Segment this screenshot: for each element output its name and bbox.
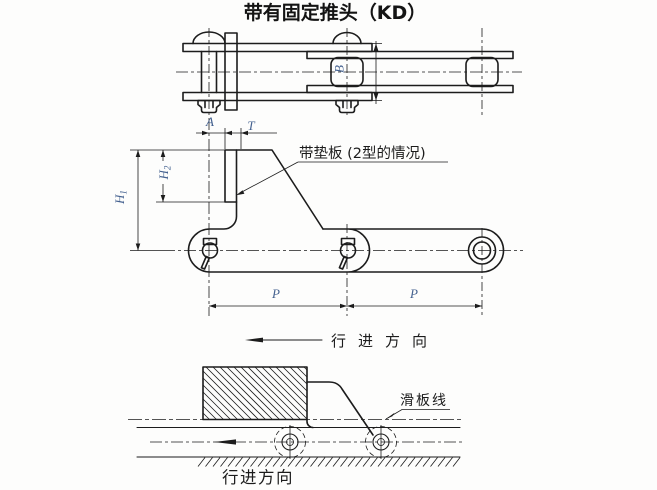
inner-plate-top: [306, 50, 514, 60]
H1-sub: 1: [119, 190, 129, 195]
pin-centerlines: [346, 224, 483, 316]
dimension-AT-lines: [196, 128, 277, 149]
extension-lines: [130, 149, 225, 251]
dimension-B-label: B: [332, 65, 347, 73]
dimension-A-label: A: [205, 114, 214, 129]
dimension-P: P P: [209, 286, 482, 309]
travel-direction-bottom-label: 行进方向: [222, 468, 294, 487]
pin2-washer: [340, 237, 356, 246]
roller-middle: [330, 56, 364, 88]
pusher-plate-top-view: [224, 32, 238, 111]
drawing-title: 带有固定推头（KD）: [244, 1, 427, 24]
pin1-dome-head: [192, 31, 226, 45]
top-view: B: [176, 28, 522, 118]
link-plate-outline: [187, 149, 505, 273]
dimension-P-arrows: [209, 303, 482, 309]
direction-arrowhead: [245, 337, 263, 343]
outer-plate-top: [182, 42, 373, 53]
H2-base: H: [156, 169, 171, 180]
outer-plate-bottom: [182, 91, 373, 102]
ground-hatch: [197, 457, 461, 467]
travel-direction-top-label: 行进方向: [331, 332, 439, 350]
dimension-A-T: A T: [196, 114, 277, 316]
pin2-cotter: [338, 255, 349, 270]
schematic-roller-left: [274, 425, 306, 459]
inner-plate-bottom: [306, 84, 514, 94]
pin1-cotter: [200, 255, 211, 270]
pad-note-arrowhead: [236, 190, 245, 196]
chain-guide-lines: [136, 426, 461, 458]
side-view: H1 H2 P P 带垫板 (2型的情况): [112, 144, 523, 316]
roller-right: [465, 56, 499, 88]
pad-note-leader: [239, 161, 448, 194]
pad-note: 带垫板 (2型的情况): [236, 144, 448, 196]
pin2-dome-head: [332, 31, 362, 45]
dimension-P-right-label: P: [409, 286, 418, 301]
pin1-body: [200, 50, 218, 94]
dimension-T-label: T: [247, 118, 255, 133]
dimension-H-arrows: [135, 150, 166, 251]
dimension-B-lines: [365, 41, 382, 104]
slide-line-leader: [385, 409, 450, 420]
chain-direction-arrowhead: [214, 439, 236, 445]
roller-side-inner: [472, 241, 492, 260]
H2-sub: 2: [163, 165, 173, 170]
dimension-B: B: [332, 41, 382, 104]
dimension-P-left-label: P: [271, 286, 280, 301]
H1-base: H: [112, 194, 127, 205]
travel-direction-top: 行进方向: [245, 332, 439, 350]
pin1-hex-nut: [197, 99, 221, 114]
roller-side-outer: [467, 236, 497, 265]
pin2-hex-nut: [335, 99, 359, 114]
pin1-washer: [202, 237, 218, 246]
dimension-H2-label: H2: [156, 165, 173, 180]
slide-line-label: 滑板线: [400, 392, 448, 409]
dimension-H-lines: [137, 150, 164, 251]
bottom-schematic: 滑板线 行进方向: [128, 366, 462, 487]
dimension-H1-H2: H1 H2: [112, 149, 225, 251]
pad-note-text: 带垫板 (2型的情况): [299, 144, 426, 162]
schematic-roller-right: [365, 425, 397, 459]
slide-line-arrowhead: [386, 412, 395, 419]
dimension-H1-label: H1: [112, 190, 129, 205]
slide-line-callout: 滑板线: [385, 392, 450, 420]
load-box-hatch: [202, 366, 308, 420]
dimension-AT-arrows: [202, 130, 248, 136]
